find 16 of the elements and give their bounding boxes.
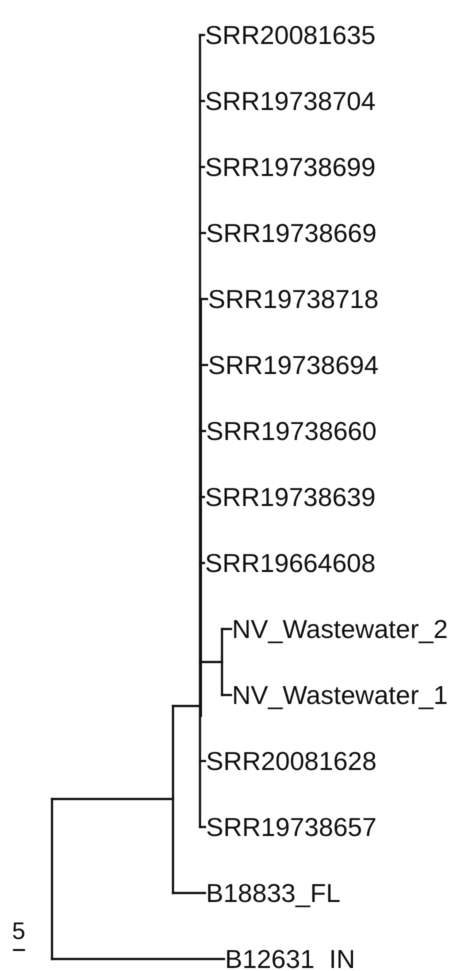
- taxon-label: SRR20081635: [205, 20, 376, 50]
- taxon-label: B18833_FL: [206, 878, 340, 908]
- taxon-label: NV_Wastewater_1: [232, 680, 448, 710]
- taxon-label: NV_Wastewater_2: [232, 614, 448, 644]
- taxon-label: SRR19738669: [206, 218, 377, 248]
- taxon-label: SRR20081628: [206, 746, 377, 776]
- scale-bar-label: 5: [12, 918, 26, 946]
- taxon-label: B12631_IN: [225, 944, 356, 971]
- taxon-label: SRR19738660: [206, 416, 377, 446]
- taxon-label: SRR19738639: [205, 482, 376, 512]
- taxon-label: SRR19738694: [208, 350, 379, 380]
- taxon-label: SRR19738657: [206, 812, 377, 842]
- taxon-label: SRR19738704: [205, 86, 376, 116]
- taxon-label: SRR19738699: [205, 152, 376, 182]
- taxon-label: SRR19738718: [208, 284, 379, 314]
- taxon-label: SRR19664608: [205, 548, 376, 578]
